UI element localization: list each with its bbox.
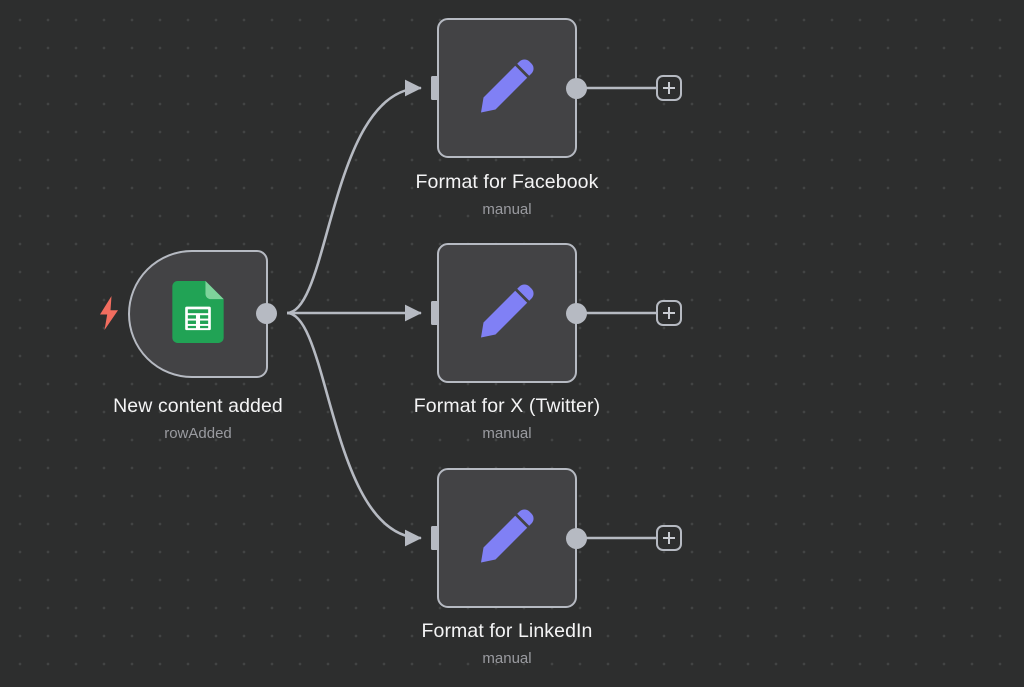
input-port-x-twitter[interactable] (431, 301, 440, 325)
node-label-trigger: New content added (113, 395, 283, 417)
node-sublabel-facebook: manual (482, 201, 532, 218)
node-sublabel-x-twitter: manual (482, 425, 532, 442)
google-sheets-icon (172, 280, 224, 348)
node-label-x-twitter: Format for X (Twitter) (413, 395, 601, 417)
node-format-for-linkedin[interactable] (437, 468, 577, 608)
node-label-facebook: Format for Facebook (415, 171, 599, 193)
pencil-icon (472, 501, 542, 576)
add-node-button-linkedin[interactable] (656, 525, 682, 551)
input-port-facebook[interactable] (431, 76, 440, 100)
output-port-facebook[interactable] (566, 78, 587, 99)
lightning-bolt-icon (98, 296, 120, 330)
node-format-for-facebook[interactable] (437, 18, 577, 158)
node-new-content-added[interactable] (128, 250, 268, 378)
output-port-linkedin[interactable] (566, 528, 587, 549)
node-label-linkedin: Format for LinkedIn (421, 620, 593, 642)
output-port-trigger[interactable] (256, 303, 277, 324)
node-sublabel-trigger: rowAdded (164, 425, 232, 442)
add-node-button-x-twitter[interactable] (656, 300, 682, 326)
add-node-button-facebook[interactable] (656, 75, 682, 101)
input-port-linkedin[interactable] (431, 526, 440, 550)
node-format-for-x-twitter[interactable] (437, 243, 577, 383)
output-port-x-twitter[interactable] (566, 303, 587, 324)
pencil-icon (472, 276, 542, 351)
pencil-icon (472, 51, 542, 126)
node-sublabel-linkedin: manual (482, 650, 532, 667)
